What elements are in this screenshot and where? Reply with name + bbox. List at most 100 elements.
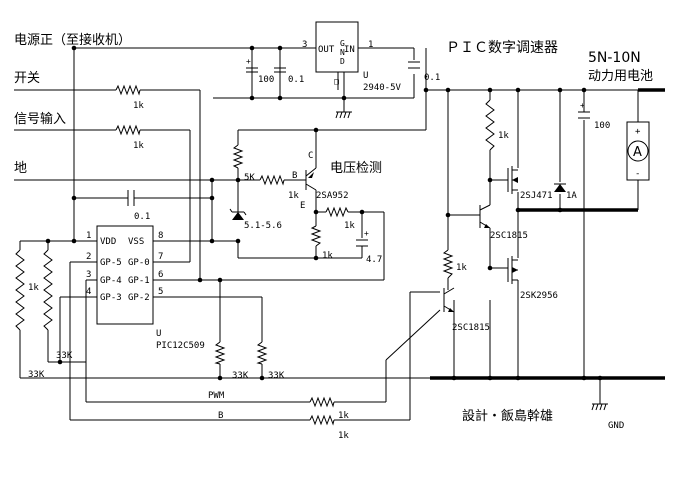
- capacitor-47: + 4.7: [355, 229, 382, 265]
- pic-pin-4-num: 4: [86, 287, 91, 297]
- motor-plus: +: [635, 127, 641, 137]
- power-bus: [430, 88, 665, 380]
- pic-pin-3-name: GP-4: [100, 276, 122, 286]
- svg-text:G: G: [340, 39, 345, 48]
- resistor-gate-top-label: 1k: [498, 131, 509, 141]
- flyback-diode-label: 1A: [566, 191, 577, 201]
- resistor-33k-b-label: 33K: [28, 370, 45, 380]
- net-pwm-label: PWM: [208, 391, 225, 401]
- pic-pin-6-num: 6: [158, 270, 163, 280]
- fet-2sj471: 2SJ471: [507, 166, 553, 201]
- battery-spec-label: 5N-10N: [588, 50, 641, 66]
- fet-2sj471-part: 2SJ471: [520, 191, 553, 201]
- capacitor-input-label: 0.1: [134, 212, 150, 222]
- resistor-gate-mid: 1k: [442, 249, 467, 279]
- resistor-33k-a-label: 33K: [56, 351, 73, 361]
- transistor-2sa952-pin-e: E: [300, 201, 305, 211]
- ground-symbol-regulator: [335, 111, 352, 119]
- zener-diode: 5.1-5.6: [229, 208, 282, 231]
- regulator-out-label: OUT: [318, 45, 335, 55]
- pic-pin-6-name: GP-1: [128, 276, 150, 286]
- resistor-switch: 1k: [115, 84, 144, 111]
- title-label: ＰＩＣ数字调速器: [446, 40, 558, 56]
- capacitor-01-out-label: 0.1: [288, 75, 304, 85]
- pic-pin-4-name: GP-3: [100, 293, 122, 303]
- transistor-2sc1815-bot-part: 2SC1815: [452, 323, 490, 333]
- fet-2sk2956-part: 2SK2956: [520, 291, 558, 301]
- svg-text:□: □: [334, 77, 339, 86]
- transistor-2sa952: C B E 2SA952: [292, 151, 349, 211]
- ground-label: 地: [14, 161, 27, 176]
- resistor-gate-top: 1k: [485, 99, 509, 151]
- pic-pin-1-name: VDD: [100, 237, 116, 247]
- svg-text:N: N: [340, 48, 345, 57]
- resistor-emitter-top-label: 1k: [344, 221, 355, 231]
- pic-pin-2-num: 2: [86, 252, 91, 262]
- resistor-pwm-label: 1k: [338, 411, 349, 421]
- motor-symbol: A: [633, 145, 642, 160]
- motor-minus: -: [635, 169, 640, 179]
- pic-part: PIC12C509: [156, 341, 205, 351]
- capacitor-01-in-label: 0.1: [424, 73, 440, 83]
- regulator-pin-3: 3: [302, 40, 307, 50]
- pic-designator: U: [156, 329, 161, 339]
- signal-input-label: 信号输入: [14, 111, 66, 127]
- svg-text:D: D: [340, 57, 345, 66]
- resistor-b-label: 1k: [338, 431, 349, 441]
- voltage-detect-label: 电压检测: [330, 161, 382, 176]
- pic-pin-1-num: 1: [86, 231, 91, 241]
- capacitor-motor-label: 100: [594, 121, 610, 131]
- pic-pin-8-num: 8: [158, 231, 163, 241]
- transistor-2sa952-part: 2SA952: [316, 191, 349, 201]
- resistor-emitter-bot: 1k: [310, 225, 333, 261]
- svg-text:+: +: [364, 229, 369, 238]
- regulator-part: 2940-5V: [363, 83, 402, 93]
- resistor-base-label: 1k: [288, 191, 299, 201]
- capacitor-motor: + 100: [578, 101, 610, 131]
- resistor-5k: 5K: [232, 144, 255, 183]
- gnd-label: GND: [608, 421, 624, 431]
- resistor-pwm: 1k: [309, 396, 349, 421]
- junction-dots: [45, 45, 603, 381]
- ground-symbol-main: GND: [591, 403, 624, 431]
- transistor-2sc1815-top-part: 2SC1815: [490, 231, 528, 241]
- fet-2sk2956: 2SK2956: [507, 256, 558, 301]
- pic-pin-7-num: 7: [158, 252, 163, 262]
- capacitor-100-out-label: 100: [258, 75, 274, 85]
- resistor-33k-d-label: 33K: [268, 371, 285, 381]
- capacitor-input: 0.1: [127, 190, 150, 222]
- zener-diode-label: 5.1-5.6: [244, 221, 282, 231]
- regulator-in-label: IN: [344, 45, 355, 55]
- resistor-33k-c: 33K: [214, 341, 249, 381]
- pic-pin-7-name: GP-0: [128, 258, 150, 268]
- switch-label: 开关: [14, 71, 40, 86]
- capacitor-01-in: 0.1: [405, 60, 440, 83]
- power-positive-label: 电源正（至接收机）: [14, 32, 131, 48]
- resistor-emitter-top: 1k: [325, 206, 355, 231]
- resistor-5k-label: 5K: [244, 173, 255, 183]
- net-b-label: B: [218, 411, 223, 421]
- resistor-signal: 1k: [115, 124, 144, 151]
- pic-pin-5-num: 5: [158, 287, 163, 297]
- pic-pin-8-name: VSS: [128, 237, 144, 247]
- resistor-33k-c-label: 33K: [232, 371, 249, 381]
- pic-pin-2-name: GP-5: [100, 258, 122, 268]
- flyback-diode: 1A: [554, 183, 577, 201]
- battery-name-label: 动力用电池: [588, 69, 653, 84]
- motor: A + -: [626, 121, 650, 181]
- capacitor-01-out: 0.1: [274, 67, 304, 85]
- resistor-base: 1k: [259, 174, 299, 201]
- transistor-2sc1815-bot: 2SC1815: [443, 287, 490, 333]
- svg-text:+: +: [246, 57, 251, 66]
- capacitor-100-out: + 100: [246, 57, 274, 85]
- regulator-pin-1: 1: [368, 40, 373, 50]
- resistor-33k-a: 33K: [43, 249, 73, 361]
- resistor-switch-label: 1k: [133, 101, 144, 111]
- transistor-2sa952-pin-b: B: [292, 171, 297, 181]
- svg-text:+: +: [580, 101, 585, 110]
- resistor-33k-d: 33K: [256, 341, 285, 381]
- resistor-emitter-bot-label: 1k: [322, 251, 333, 261]
- resistor-1k-left-label: 1k: [28, 283, 39, 293]
- pic-mcu: 1 2 3 4 VDD GP-5 GP-4 GP-3 8 7 6 5 VSS G…: [86, 225, 205, 351]
